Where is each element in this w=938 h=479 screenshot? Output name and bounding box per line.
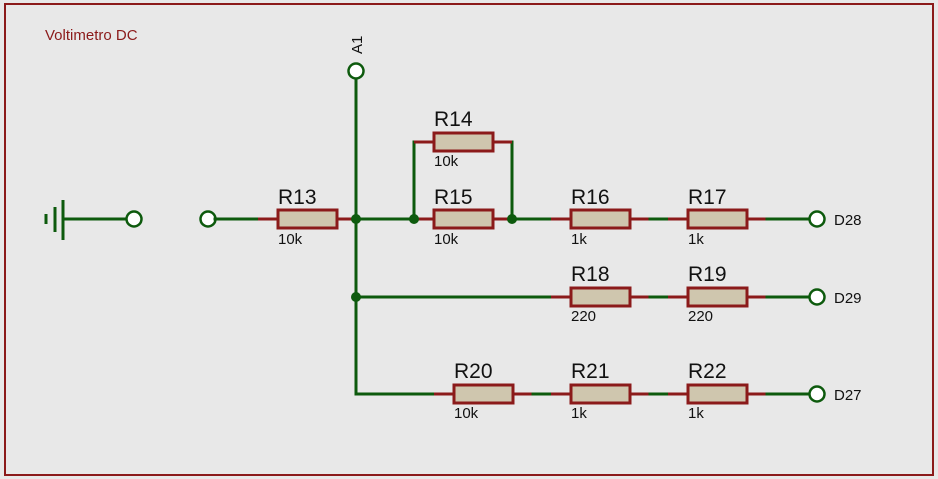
resistor-r22[interactable]: R22 1k: [668, 360, 767, 422]
resistor-ref: R18: [571, 263, 610, 286]
resistor-r20[interactable]: R20 10k: [434, 360, 533, 422]
resistor-r15[interactable]: R15 10k: [414, 186, 512, 248]
a1-label: A1: [349, 36, 366, 54]
d28-terminal[interactable]: [808, 210, 826, 228]
resistor-ref: R14: [434, 108, 473, 131]
resistor-value: 1k: [688, 405, 704, 422]
a1-terminal[interactable]: [347, 62, 365, 80]
resistor-value: 10k: [278, 231, 303, 248]
resistor-value: 220: [571, 308, 596, 325]
d27-terminal[interactable]: [808, 385, 826, 403]
resistor-ref: R19: [688, 263, 727, 286]
resistor-value: 10k: [434, 231, 459, 248]
resistor-value: 220: [688, 308, 713, 325]
resistor-r13[interactable]: R13 10k: [258, 186, 357, 248]
resistor-value: 1k: [688, 231, 704, 248]
resistor-r17[interactable]: R17 1k: [668, 186, 767, 248]
d29-label: D29: [834, 290, 862, 307]
resistor-value: 1k: [571, 405, 587, 422]
resistor-value: 10k: [434, 153, 459, 170]
resistor-r21[interactable]: R21 1k: [551, 360, 650, 422]
d28-label: D28: [834, 212, 862, 229]
resistor-ref: R15: [434, 186, 473, 209]
resistor-r14[interactable]: R14 10k: [414, 108, 512, 170]
resistor-ref: R17: [688, 186, 727, 209]
junction-dot: [409, 214, 419, 224]
junction-dot: [507, 214, 517, 224]
resistor-r18[interactable]: R18 220: [551, 263, 650, 325]
resistor-value: 10k: [454, 405, 479, 422]
d29-terminal[interactable]: [808, 288, 826, 306]
input-terminal[interactable]: [199, 210, 217, 228]
resistor-r19[interactable]: R19 220: [668, 263, 767, 325]
resistor-ref: R21: [571, 360, 610, 383]
resistor-ref: R20: [454, 360, 493, 383]
resistor-value: 1k: [571, 231, 587, 248]
resistor-ref: R22: [688, 360, 727, 383]
d27-label: D27: [834, 387, 862, 404]
ground-terminal[interactable]: [125, 210, 143, 228]
resistor-ref: R16: [571, 186, 610, 209]
junction-dot: [351, 214, 361, 224]
sheet-title: Voltimetro DC: [45, 27, 138, 44]
resistor-ref: R13: [278, 186, 317, 209]
ground-icon: [44, 200, 128, 240]
junction-dot: [351, 292, 361, 302]
resistor-r16[interactable]: R16 1k: [551, 186, 650, 248]
sheet-frame: [4, 3, 934, 476]
